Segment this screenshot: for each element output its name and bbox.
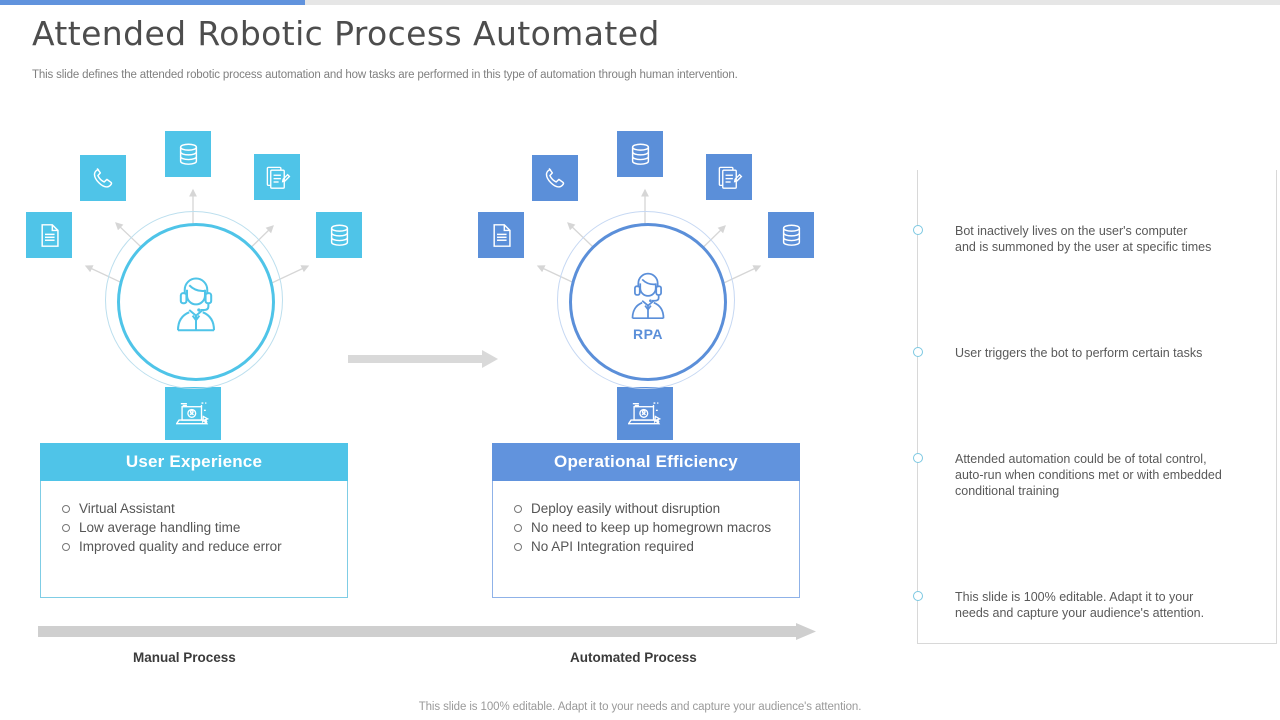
timeline-dot-icon [913,453,923,463]
tile-file-right[interactable] [478,212,524,258]
timeline-text: User triggers the bot to perform certain… [955,346,1203,360]
hub-label-right: RPA [632,326,664,342]
timeline-item-3: Attended automation could be of total co… [913,451,1278,499]
database-icon [330,224,348,246]
timeline-item-4: This slide is 100% editable. Adapt it to… [913,589,1278,621]
tile-document-edit-right[interactable] [706,154,752,200]
page-title: Attended Robotic Process Automated [32,14,660,53]
tile-database-right-right[interactable] [768,212,814,258]
phone-icon [93,167,112,188]
database-icon [782,224,800,246]
page-subtitle: This slide defines the attended robotic … [32,69,738,81]
hub-circle-right[interactable]: RPA [569,223,727,381]
card-operational-efficiency: Operational Efficiency Deploy easily wit… [492,443,800,598]
label-automated-process: Automated Process [570,650,697,665]
card-body-user-experience: Virtual Assistant Low average handling t… [40,481,348,598]
document-edit-icon [718,166,742,189]
side-panel: Bot inactively lives on the user's compu… [913,170,1278,644]
diagram-automated: RPA [460,118,880,440]
list-item: Virtual Assistant [57,499,335,518]
file-icon [40,223,59,247]
computer-icon [176,401,210,424]
phone-icon [545,167,564,188]
footer-note: This slide is 100% editable. Adapt it to… [418,701,862,713]
process-direction-arrow [38,623,816,640]
hub-circle-left[interactable] [117,223,275,381]
tile-computer-right[interactable] [617,387,673,440]
timeline-text: This slide is 100% editable. Adapt it to… [955,590,1205,620]
top-accent-bar [0,0,1280,5]
timeline-dot-icon [913,225,923,235]
list-item: Deploy easily without disruption [509,499,787,518]
list-item: No need to keep up homegrown macros [509,518,787,537]
card-user-experience: User Experience Virtual Assistant Low av… [40,443,348,598]
tile-database-top-left[interactable] [165,131,211,177]
tile-phone-left[interactable] [80,155,126,201]
diagram-manual [8,118,428,440]
database-icon [179,143,197,165]
list-item: Low average handling time [57,518,335,537]
hub-outer-ring-left [105,211,283,389]
card-title-user-experience: User Experience [40,443,348,481]
timeline-dot-icon [913,591,923,601]
tile-document-edit-left[interactable] [254,154,300,200]
file-icon [492,223,511,247]
card-title-operational-efficiency: Operational Efficiency [492,443,800,481]
document-edit-icon [266,166,290,189]
database-icon [631,143,649,165]
label-manual-process: Manual Process [133,650,236,665]
timeline-item-2: User triggers the bot to perform certain… [913,345,1278,361]
timeline-dot-icon [913,347,923,357]
hub-outer-ring-right [557,211,735,389]
support-agent-icon [631,272,665,320]
tile-database-top-right[interactable] [617,131,663,177]
list-item: No API Integration required [509,537,787,556]
tile-computer-left[interactable] [165,387,221,440]
card-list-user-experience: Virtual Assistant Low average handling t… [57,499,335,556]
computer-icon [628,401,662,424]
timeline-text: Bot inactively lives on the user's compu… [955,224,1212,254]
card-body-operational-efficiency: Deploy easily without disruption No need… [492,481,800,598]
card-list-operational-efficiency: Deploy easily without disruption No need… [509,499,787,556]
top-accent-bar-fill [0,0,305,5]
tile-file-left[interactable] [26,212,72,258]
timeline-item-1: Bot inactively lives on the user's compu… [913,223,1278,255]
timeline-text: Attended automation could be of total co… [955,452,1222,498]
tile-phone-right[interactable] [532,155,578,201]
list-item: Improved quality and reduce error [57,537,335,556]
process-transition-arrow [348,350,498,368]
support-agent-icon [176,277,216,332]
tile-database-right-left[interactable] [316,212,362,258]
